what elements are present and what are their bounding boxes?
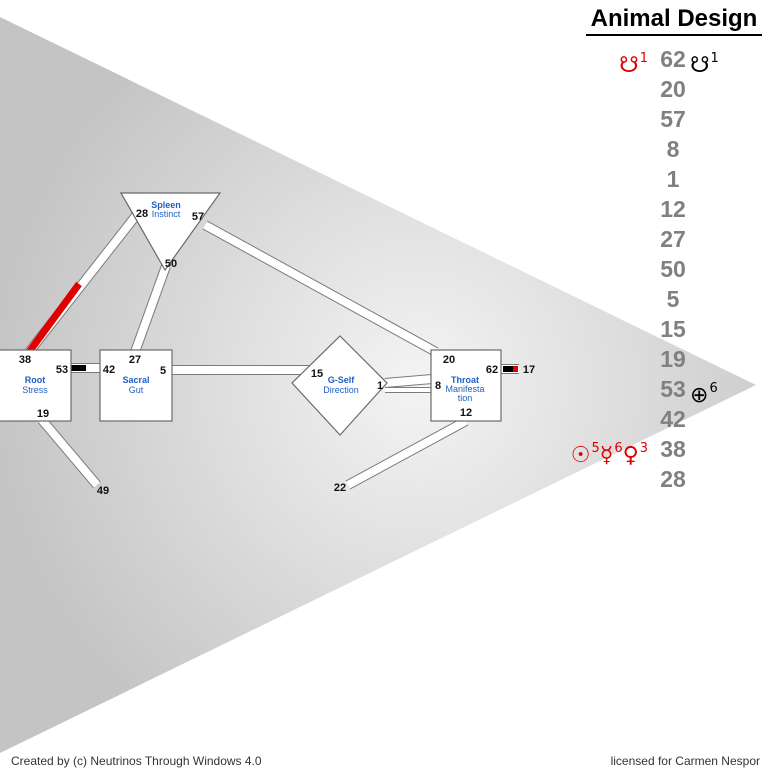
root-center	[0, 349, 72, 422]
gate-19: 19	[37, 408, 49, 420]
activation-row: 19	[560, 344, 772, 374]
gate-42: 42	[103, 364, 115, 376]
gate-53: 53	[56, 364, 68, 376]
channels	[25, 209, 519, 490]
sacral-sub: Gut	[129, 385, 144, 395]
activation-row: 1	[560, 164, 772, 194]
gate-15: 15	[311, 368, 323, 380]
sacral-center	[99, 349, 173, 422]
gate-50: 50	[165, 258, 177, 270]
gate-1: 1	[377, 380, 383, 392]
gate-20: 20	[443, 354, 455, 366]
spleen-center	[119, 192, 222, 272]
south-node-design-icon: ☋1	[619, 51, 648, 78]
design-title: Animal Design	[586, 4, 762, 36]
activation-row: 27	[560, 224, 772, 254]
throat-name: Throat	[451, 375, 479, 385]
root-sub: Stress	[22, 385, 48, 395]
gself-sub: Direction	[323, 385, 359, 395]
created-by-credit: Created by (c) Neutrinos Through Windows…	[11, 754, 262, 768]
spleen-sub: Instinct	[152, 209, 181, 219]
activation-gate: 12	[660, 196, 686, 222]
activation-row: 5	[560, 284, 772, 314]
gate-17: 17	[523, 364, 535, 376]
activation-row: ☋1 62 ☋1	[560, 44, 772, 78]
activation-gate: 15	[660, 316, 686, 342]
gate-38: 38	[19, 354, 31, 366]
activation-row: 15	[560, 314, 772, 344]
gate-28: 28	[136, 208, 148, 220]
activation-gate: 19	[660, 346, 686, 372]
gate-5: 5	[160, 365, 166, 377]
activation-gate: 38	[660, 436, 686, 462]
gself-name: G-Self	[328, 375, 356, 385]
throat-sub-2: tion	[458, 393, 473, 403]
gate-57: 57	[192, 211, 204, 223]
gself-center	[291, 335, 388, 436]
license-note: licensed for Carmen Nespor	[610, 754, 760, 768]
activation-gate: 5	[666, 286, 680, 312]
south-node-personality-icon: ☋1	[690, 51, 719, 78]
sacral-name: Sacral	[122, 375, 149, 385]
activation-row: 57	[560, 104, 772, 134]
activation-gate: 1	[666, 166, 680, 192]
channel-28-38-design	[26, 281, 82, 355]
activation-gate: 62	[660, 46, 686, 72]
activation-gate: 20	[660, 76, 686, 102]
gate-8: 8	[435, 380, 441, 392]
activation-gate: 50	[660, 256, 686, 282]
gate-27: 27	[129, 354, 141, 366]
activation-gate: 27	[660, 226, 686, 252]
throat-center	[430, 349, 502, 422]
gate-labels: 28 57 50 38 53 19 42 27 5 15 1 20 62 8 1…	[19, 208, 535, 497]
earth-personality-icon: ⊕6	[690, 381, 718, 408]
activation-column: ☋1 62 ☋1 20 57 8 1 12 27 50 5 15 19 53 ⊕…	[560, 44, 772, 494]
activation-row: 20	[560, 74, 772, 104]
activation-gate: 8	[666, 136, 680, 162]
gate-22: 22	[334, 482, 346, 494]
activation-gate: 53	[660, 376, 686, 402]
activation-row: 28	[560, 464, 772, 494]
spleen-name: Spleen	[151, 200, 181, 210]
activation-row: ☉5☿6♀3 38	[560, 434, 772, 468]
sun-mercury-venus-design-icons: ☉5☿6♀3	[570, 441, 648, 468]
root-name: Root	[25, 375, 46, 385]
gate-62: 62	[486, 364, 498, 376]
throat-sub-1: Manifesta	[445, 384, 484, 394]
gate-49: 49	[97, 485, 109, 497]
activation-gate: 28	[660, 466, 686, 492]
activation-row: 53 ⊕6	[560, 374, 772, 408]
activation-row: 8	[560, 134, 772, 164]
gate-12: 12	[460, 407, 472, 419]
activation-row: 42	[560, 404, 772, 434]
activation-gate: 57	[660, 106, 686, 132]
activation-row: 12	[560, 194, 772, 224]
activation-gate: 42	[660, 406, 686, 432]
activation-row: 50	[560, 254, 772, 284]
